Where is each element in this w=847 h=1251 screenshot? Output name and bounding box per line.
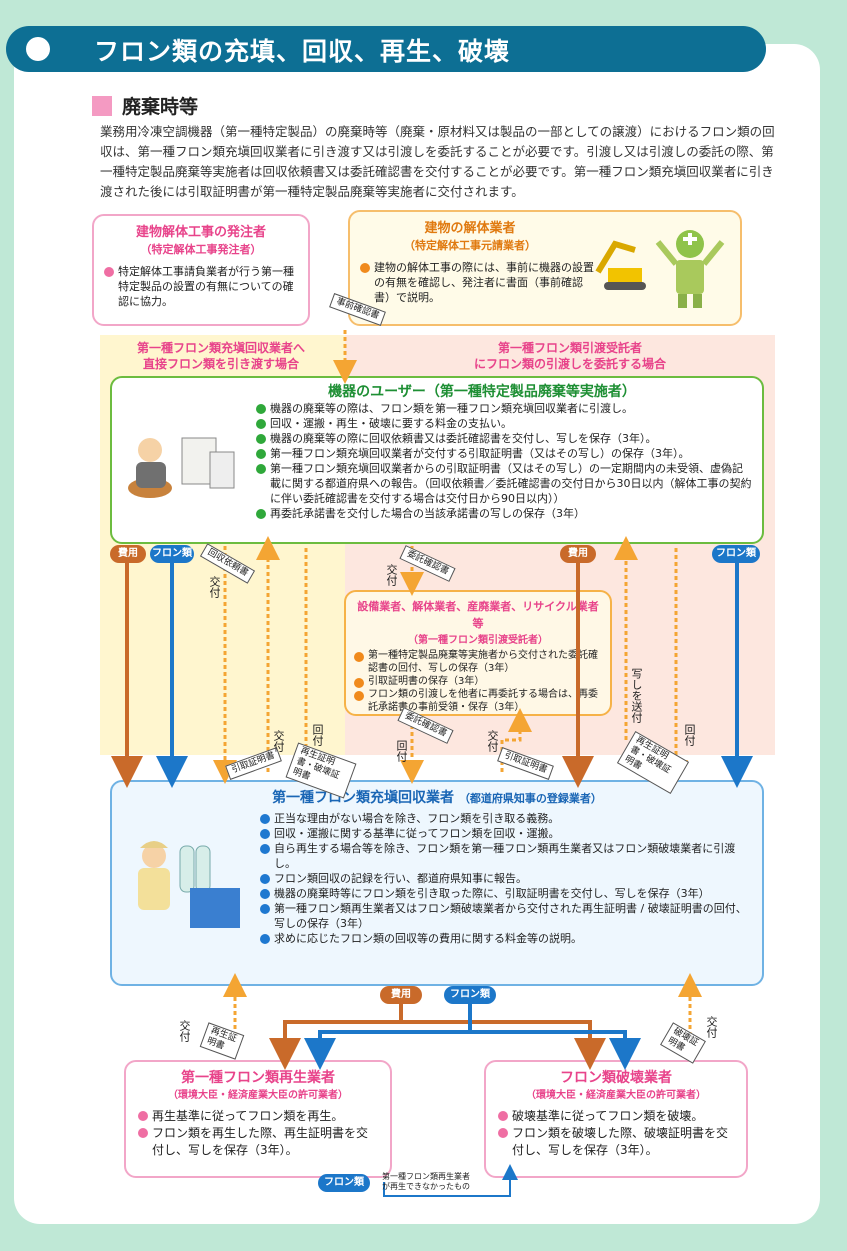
recoverer-title: 第一種フロン類充塡回収業者 （都道府県知事の登録業者）: [122, 790, 752, 807]
orderer-box: 建物解体工事の発注者 （特定解体工事発注者） 特定解体工事請負業者が行う第一種特…: [92, 214, 310, 326]
recoverer-item-6: 第一種フロン類再生業者又はフロン類破壊業者から交付された再生証明書 / 破壊証明…: [260, 901, 752, 931]
section-square-icon: [92, 96, 112, 116]
circulate-label-2: 回付: [395, 740, 408, 762]
recycler-item-1: 再生基準に従ってフロン類を再生。: [138, 1108, 378, 1125]
recycler-title: 第一種フロン類再生業者: [181, 1070, 335, 1086]
orderer-sub: （特定解体工事発注者）: [140, 243, 262, 256]
orderer-item: 特定解体工事請負業者が行う第一種特定製品の設置の有無についての確認に協力。: [104, 264, 298, 309]
user-title: 機器のユーザー（第一種特定製品廃棄等実施者）: [328, 384, 636, 400]
excavator-illustration: [590, 232, 650, 292]
destroyer-box: フロン類破壊業者 （環境大臣・経済産業大臣の許可業者） 破壊基準に従ってフロン類…: [484, 1060, 748, 1178]
demolisher-item: 建物の解体工事の際には、事前に機器の設置の有無を確認し、発注者に書面（事前確認書…: [360, 260, 594, 305]
band-right-label: 第一種フロン類引渡受託者 にフロン類の引渡しを委託する場合: [473, 341, 666, 371]
issue-label-4: 交付: [486, 730, 499, 752]
worker-illustration: [650, 222, 730, 312]
trustee-item-3: フロン類の引渡しを他者に再委託する場合は、再委託承諾書の事前受領・保存（3年）: [354, 688, 602, 714]
fee-pill-right: 費用: [560, 545, 596, 563]
issue-label-3: 交付: [385, 564, 398, 586]
trustee-sub: （第一種フロン類引渡受託者）: [408, 635, 548, 646]
destroyer-item-1: 破壊基準に従ってフロン類を破壊。: [498, 1108, 734, 1125]
trustee-box: 設備業者、解体業者、産廃業者、リサイクル業者等 （第一種フロン類引渡受託者） 第…: [344, 590, 612, 716]
trustee-title: 設備業者、解体業者、産廃業者、リサイクル業者等: [357, 600, 599, 630]
user-item-3: 機器の廃棄等の際に回収依頼書又は委託確認書を交付し、写しを保存（3年）。: [256, 431, 752, 446]
issue-label-6: 交付: [705, 1016, 718, 1038]
trustee-item-1: 第一種特定製品廃棄等実施者から交付された委託確認書の回付、写しの保存（3年）: [354, 649, 602, 675]
recoverer-sub: （都道府県知事の登録業者）: [458, 792, 602, 805]
destroyer-sub: （環境大臣・経済産業大臣の許可業者）: [526, 1090, 706, 1101]
issue-label-1: 交付: [208, 576, 221, 598]
trustee-item-2: 引取証明書の保存（3年）: [354, 675, 602, 688]
recoverer-item-2: 回収・運搬に関する基準に従ってフロン類を回収・運搬。: [260, 826, 752, 841]
freon-arrows: [156, 545, 753, 1197]
freon-pill-left: フロン類: [150, 545, 194, 563]
destroyer-item-2: フロン類を破壊した際、破壊証明書を交付し、写しを保存（3年）。: [498, 1125, 734, 1159]
user-illustration: [120, 408, 240, 508]
fee-pill-bottom: 費用: [380, 986, 422, 1004]
title-dot-icon: [26, 37, 50, 61]
circulate-label-3: 回付: [683, 724, 696, 746]
demolisher-sub: （特定解体工事元請業者）: [404, 239, 536, 252]
title-bar: フロン類の充填、回収、再生、破壊: [6, 26, 766, 72]
circulate-label-1: 回付: [311, 724, 324, 746]
not-regenerated-note: 第一種フロン類再生業者 が再生できなかったもの: [382, 1172, 470, 1191]
intro-text: 業務用冷凍空調機器（第一種特定製品）の廃棄時等（廃棄・原材料又は製品の一部として…: [100, 124, 775, 199]
recycler-box: 第一種フロン類再生業者 （環境大臣・経済産業大臣の許可業者） 再生基準に従ってフ…: [124, 1060, 392, 1178]
recycler-item-2: フロン類を再生した際、再生証明書を交付し、写しを保存（3年）。: [138, 1125, 378, 1159]
freon-pill-right: フロン類: [712, 545, 760, 563]
send-copy-label: 写しを送付: [630, 668, 643, 723]
recoverer-illustration: [120, 832, 250, 942]
user-item-5: 第一種フロン類充塡回収業者からの引取証明書（又はその写し）の一定期間内の未受領、…: [256, 461, 752, 506]
freon-pill-bottom: フロン類: [444, 986, 496, 1004]
demolisher-title: 建物の解体業者: [424, 221, 516, 236]
fee-arrows: [111, 545, 606, 1070]
issue-label-2: 交付: [272, 730, 285, 752]
recoverer-box: 第一種フロン類充塡回収業者 （都道府県知事の登録業者） 正当な理由がない場合を除…: [110, 780, 764, 986]
recoverer-item-3: 自ら再生する場合等を除き、フロン類を第一種フロン類再生業者又はフロン類破壊業者に…: [260, 841, 752, 871]
issue-label-5: 交付: [178, 1020, 191, 1042]
recycler-sub: （環境大臣・経済産業大臣の許可業者）: [168, 1090, 348, 1101]
band-left-label: 第一種フロン類充塡回収業者へ 直接フロン類を引き渡す場合: [136, 341, 305, 371]
freon-pill-return: フロン類: [318, 1174, 370, 1192]
destroyer-title: フロン類破壊業者: [560, 1070, 672, 1086]
user-item-1: 機器の廃棄等の際は、フロン類を第一種フロン類充塡回収業者に引渡し。: [256, 401, 752, 416]
recoverer-title-text: 第一種フロン類充塡回収業者: [272, 790, 455, 806]
recoverer-item-4: フロン類回収の記録を行い、都道府県知事に報告。: [260, 871, 752, 886]
orderer-title: 建物解体工事の発注者: [135, 225, 266, 240]
user-box: 機器のユーザー（第一種特定製品廃棄等実施者） 機器の廃棄等の際は、フロン類を第一…: [110, 376, 764, 544]
user-item-2: 回収・運搬・再生・破壊に要する料金の支払い。: [256, 416, 752, 431]
recoverer-item-1: 正当な理由がない場合を除き、フロン類を引き取る義務。: [260, 811, 752, 826]
page-title: フロン類の充填、回収、再生、破壊: [94, 37, 511, 66]
user-item-6: 再委託承諾書を交付した場合の当該承諾書の写しの保存（3年）: [256, 506, 752, 521]
user-item-4: 第一種フロン類充塡回収業者が交付する引取証明書（又はその写し）の保存（3年）。: [256, 446, 752, 461]
section-title: 廃棄時等: [122, 96, 199, 118]
recoverer-item-7: 求めに応じたフロン類の回収等の費用に関する料金等の説明。: [260, 931, 752, 946]
fee-pill-left: 費用: [110, 545, 146, 563]
recoverer-item-5: 機器の廃棄時等にフロン類を引き取った際に、引取証明書を交付し、写しを保存（3年）: [260, 886, 752, 901]
demolisher-box: 建物の解体業者 （特定解体工事元請業者） 建物の解体工事の際には、事前に機器の設…: [348, 210, 742, 326]
section-heading: 廃棄時等: [92, 92, 198, 119]
document-arrows: [213, 330, 702, 1050]
